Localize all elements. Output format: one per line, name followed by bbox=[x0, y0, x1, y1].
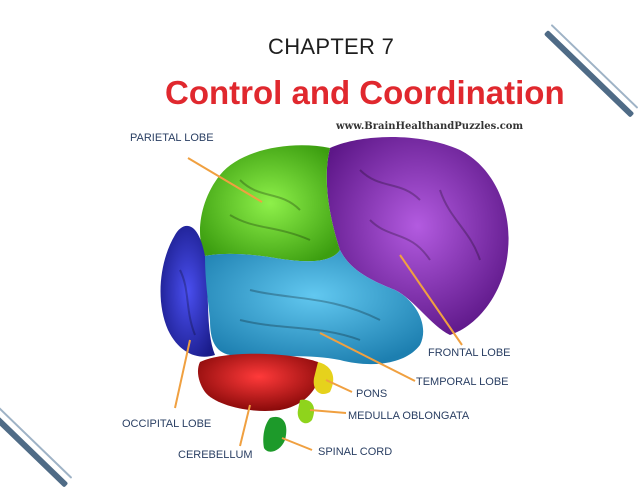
label-occipital-lobe: OCCIPITAL LOBE bbox=[122, 418, 212, 430]
label-frontal-lobe: FRONTAL LOBE bbox=[428, 347, 511, 359]
temporal-lobe bbox=[205, 250, 424, 365]
label-medulla-oblongata: MEDULLA OBLONGATA bbox=[348, 410, 470, 422]
label-temporal-lobe: TEMPORAL LOBE bbox=[416, 376, 509, 388]
label-pons: PONS bbox=[356, 388, 388, 400]
spinal-cord bbox=[263, 416, 287, 452]
pons bbox=[313, 362, 334, 395]
watermark-text: www.BrainHealthandPuzzles.com bbox=[336, 121, 524, 132]
pointer-pons bbox=[325, 379, 353, 393]
brain-gyri bbox=[179, 169, 481, 341]
chapter-heading: CHAPTER 7 bbox=[268, 34, 395, 59]
cerebellum bbox=[197, 353, 320, 411]
label-parietal-lobe: PARIETAL LOBE bbox=[130, 132, 214, 144]
medulla-oblongata bbox=[297, 399, 315, 424]
pointer-occipital bbox=[174, 339, 191, 409]
slide-title: Control and Coordination bbox=[165, 74, 565, 111]
label-cerebellum: CEREBELLUM bbox=[178, 449, 253, 461]
parietal-lobe bbox=[200, 145, 340, 262]
frontal-lobe bbox=[326, 137, 509, 335]
pointer-parietal bbox=[187, 157, 263, 203]
pointer-spinal bbox=[281, 437, 313, 451]
pointer-cerebellum bbox=[239, 404, 251, 447]
pointer-temporal bbox=[319, 332, 416, 382]
pointer-medulla bbox=[309, 409, 347, 414]
label-spinal-cord: SPINAL CORD bbox=[318, 446, 393, 458]
occipital-lobe bbox=[160, 225, 215, 357]
pointer-lines bbox=[174, 157, 463, 451]
pointer-frontal bbox=[399, 254, 463, 346]
